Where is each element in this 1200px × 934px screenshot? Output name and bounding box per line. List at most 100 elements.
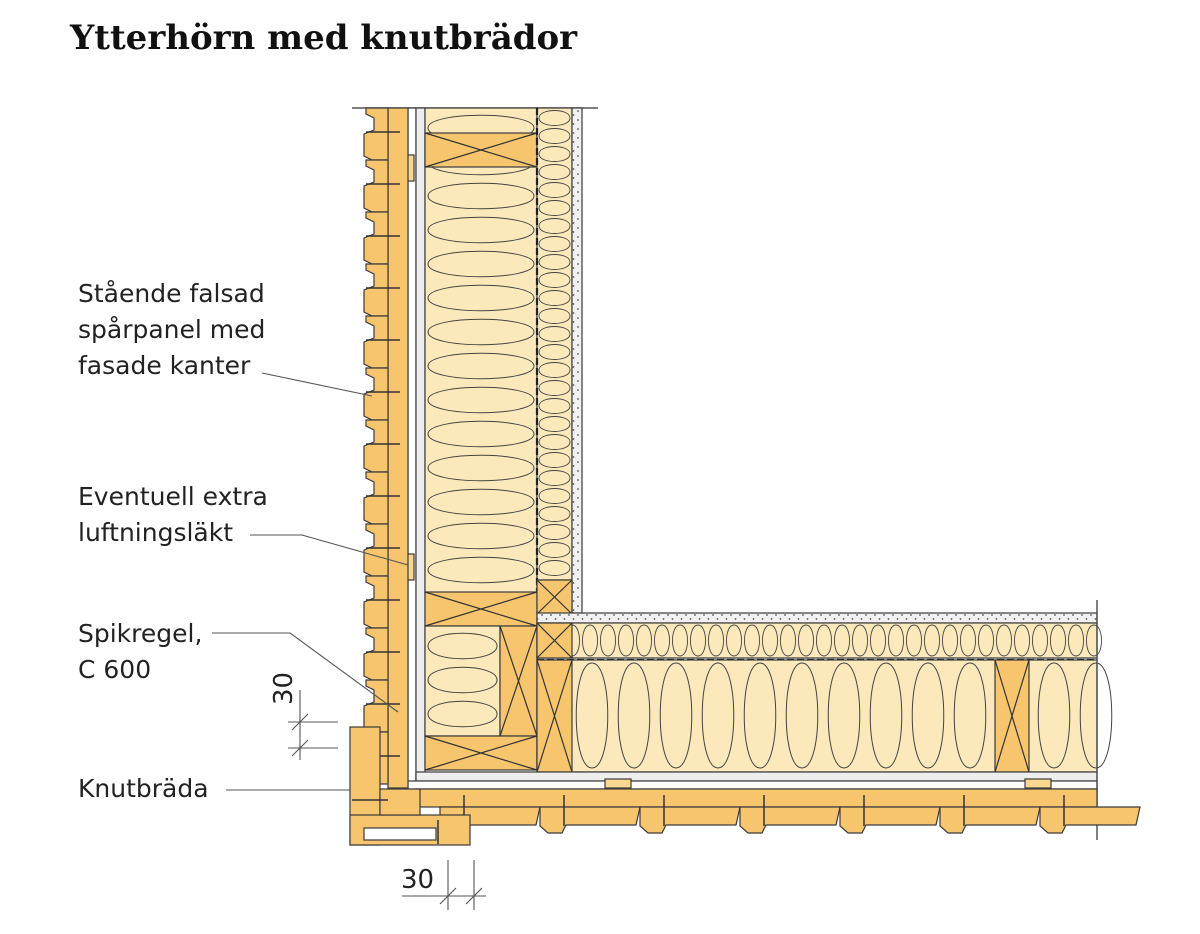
wind-barrier-board <box>415 107 426 781</box>
vertical-cladding-panels <box>363 107 409 789</box>
cladding-board <box>363 627 389 681</box>
inner-insulation-wave <box>538 236 571 252</box>
main-insulation <box>424 107 538 594</box>
cladding-board <box>363 211 389 265</box>
wind-barrier-board-h <box>415 771 1098 782</box>
inner-insulation-wave <box>538 452 571 468</box>
inner-insulation-wave <box>538 434 571 450</box>
cladding-board-h <box>739 806 841 834</box>
stud-cross <box>536 622 573 659</box>
cladding-board <box>363 315 389 369</box>
leader-lines <box>212 372 486 910</box>
inner-insulation-wave <box>538 290 571 306</box>
insulation-wave <box>427 488 535 516</box>
inner-insulation-wave <box>1050 624 1066 657</box>
stud-cross <box>424 132 538 168</box>
inner-insulation-wave <box>538 218 571 234</box>
insulation-wave <box>427 632 498 660</box>
dim-h-tick <box>465 887 483 905</box>
inner-insulation-wave <box>538 254 571 270</box>
cladding-board <box>363 159 389 213</box>
inner-insulation-wave <box>538 146 571 162</box>
insulation-wave <box>869 662 903 769</box>
cladding-board <box>363 263 389 317</box>
ventilation-batten-h2 <box>1024 778 1052 789</box>
cladding-board-h <box>839 806 941 834</box>
cladding-board-h <box>539 806 641 834</box>
leader-panel <box>261 372 373 397</box>
inner-insulation-wave <box>816 624 832 657</box>
insulation-wave <box>575 662 609 769</box>
label-nailing-stud: Spikregel, C 600 <box>78 619 203 684</box>
inner-insulation-wave <box>618 624 634 657</box>
inner-gypsum-board-h <box>536 612 1098 624</box>
stud-cross <box>499 625 538 737</box>
inner-insulation-wave <box>538 542 571 558</box>
inner-insulation-wave <box>888 624 904 657</box>
air-gap-strip <box>407 107 417 789</box>
inner-insulation-wave <box>600 624 616 657</box>
inner-insulation-wave <box>726 624 742 657</box>
cladding-board <box>363 107 389 161</box>
inner-insulation-wave <box>538 182 571 198</box>
label-vertical-panel: Stående falsad spårpanel med fasade kant… <box>78 279 266 380</box>
insulation-wave <box>1037 662 1071 769</box>
insulation-wave <box>953 662 987 769</box>
inner-insulation-wave <box>538 380 571 396</box>
inner-gypsum-board <box>571 107 583 614</box>
cladding-board-h <box>1039 806 1141 834</box>
cladding-board-h <box>939 806 1041 834</box>
inner-insulation-wave <box>870 624 886 657</box>
insulation-wave <box>427 182 535 210</box>
corner-board-gap <box>363 827 437 841</box>
label-corner-board: Knutbräda <box>78 774 209 803</box>
insulation-wave <box>785 662 819 769</box>
inner-insulation-wave <box>762 624 778 657</box>
insulation-wave <box>827 662 861 769</box>
inner-insulation-wave <box>852 624 868 657</box>
inner-insulation-wave <box>978 624 994 657</box>
dimension-vertical-text: 30 <box>269 672 299 705</box>
inner-insulation-h <box>536 622 1098 659</box>
stud-cross <box>994 659 1030 773</box>
insulation-wave <box>427 700 498 728</box>
inner-insulation-wave <box>538 344 571 360</box>
inner-insulation-wave <box>538 416 571 432</box>
corner-boards <box>349 726 471 846</box>
insulation-wave <box>659 662 693 769</box>
inner-insulation-wave <box>708 624 724 657</box>
leader-lakt <box>250 534 409 566</box>
diagram-title: Ytterhörn med knutbrädor <box>70 18 578 58</box>
corner-filler <box>379 788 421 816</box>
cladding-board <box>363 679 389 733</box>
inner-insulation-wave <box>538 200 571 216</box>
label-ventilation-batten: Eventuell extra luftningsläkt <box>78 482 268 547</box>
inner-insulation-wave <box>798 624 814 657</box>
cladding-board <box>363 575 389 629</box>
inner-insulation-wave <box>834 624 850 657</box>
cladding-board <box>363 419 389 473</box>
insulation-wave <box>427 386 535 414</box>
insulation-wave <box>427 352 535 380</box>
insulation-wave <box>743 662 777 769</box>
insulation-wave <box>427 522 535 550</box>
dim-v-tick <box>291 713 309 731</box>
inner-insulation-wave <box>538 272 571 288</box>
insulation-wave <box>911 662 945 769</box>
inner-insulation-wave <box>672 624 688 657</box>
inner-insulation-wave <box>538 128 571 144</box>
cladding-board <box>363 471 389 525</box>
inner-insulation-wave <box>538 326 571 342</box>
stud-cross <box>424 735 538 771</box>
insulation-wave <box>427 216 535 244</box>
inner-insulation-wave <box>538 560 571 576</box>
insulation-wave <box>701 662 735 769</box>
inner-insulation-wave <box>1014 624 1030 657</box>
stud-cross <box>424 591 538 627</box>
inner-insulation-wave <box>1068 624 1084 657</box>
nailing-stud <box>387 107 409 789</box>
inner-insulation-wave <box>538 308 571 324</box>
inner-insulation-wave <box>924 624 940 657</box>
